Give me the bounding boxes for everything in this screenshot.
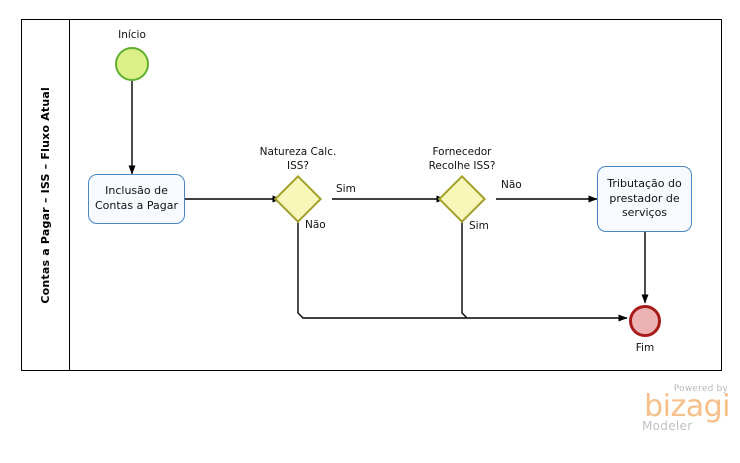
gateway-fornecedor-recolhe-iss-label: Fornecedor Recolhe ISS? bbox=[428, 146, 496, 172]
task-inclusao-label: Inclusão de Contas a Pagar bbox=[94, 184, 179, 212]
bizagi-branding: Powered by bizagi Modeler bbox=[620, 384, 731, 433]
end-event-label: Fim bbox=[635, 342, 655, 354]
task-tributacao-prestador-servicos[interactable]: Tributação do prestador de serviços bbox=[597, 166, 692, 232]
start-event-inicio[interactable] bbox=[115, 47, 149, 81]
flow-label-gw2-sim: Sim bbox=[469, 220, 489, 232]
brand-modeler-text: Modeler bbox=[642, 418, 693, 433]
task-inclusao-contas-a-pagar[interactable]: Inclusão de Contas a Pagar bbox=[88, 174, 185, 224]
lane-title: Contas a Pagar – ISS – Fluxo Atual bbox=[38, 86, 52, 304]
brand-powered-by-text: Powered by bbox=[673, 384, 728, 394]
end-event-fim[interactable] bbox=[629, 305, 661, 337]
gateway-natureza-calc-iss-label: Natureza Calc. ISS? bbox=[259, 146, 337, 172]
brand-bizagi-logo: bizagi bbox=[644, 389, 730, 424]
flow-label-gw1-sim: Sim bbox=[336, 183, 356, 195]
start-event-label: Início bbox=[118, 29, 146, 41]
lane-header: Contas a Pagar – ISS – Fluxo Atual bbox=[21, 19, 70, 371]
flow-label-gw1-nao: Não bbox=[305, 219, 326, 231]
task-tributacao-label: Tributação do prestador de serviços bbox=[607, 176, 682, 220]
flow-label-gw2-nao: Não bbox=[501, 179, 522, 191]
